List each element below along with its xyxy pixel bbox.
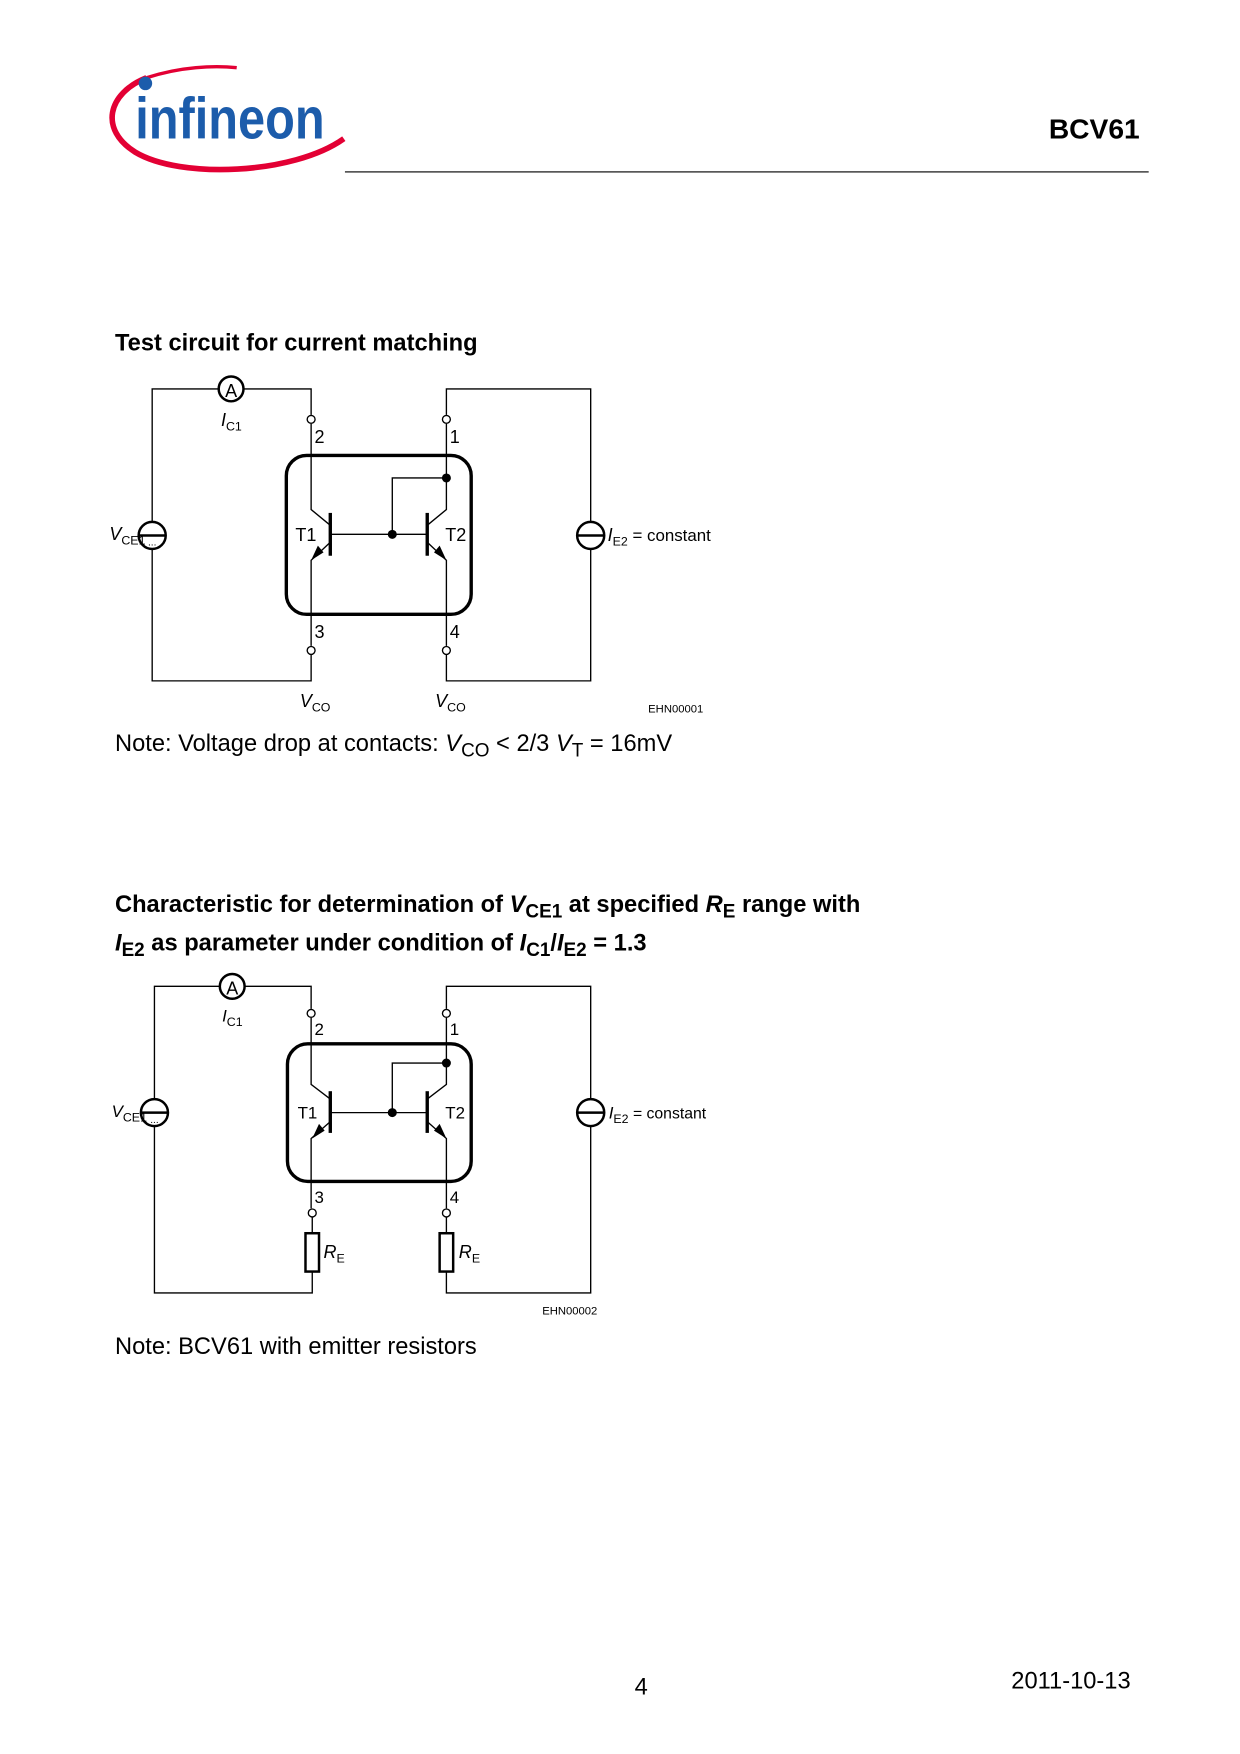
note-voltage-drop: Note: Voltage drop at contacts: VCO < 2/… xyxy=(114,730,673,761)
t2-emitter-arrow xyxy=(433,545,447,561)
ie2-label: IE2 = constant xyxy=(609,1103,707,1126)
test-circuit-diagram: A ... IC1 2 1 3 4 T1 T2 VCE1 IE2 = const… xyxy=(109,375,712,715)
ic1-label: IC1 xyxy=(222,1006,243,1029)
junction-dot xyxy=(441,473,451,483)
re-label-left: RE xyxy=(324,1242,345,1266)
header-rule xyxy=(344,171,1149,173)
figure-id: EHN00001 xyxy=(648,703,703,715)
pin-1-label: 1 xyxy=(450,1020,459,1039)
pin-4-label: 4 xyxy=(450,622,460,642)
document-date: 2011-10-13 xyxy=(1011,1668,1131,1695)
section-title-characteristic-line2: IE2 as parameter under condition of IC1/… xyxy=(114,929,647,961)
circuit-wires xyxy=(153,985,592,1294)
t2-emitter-arrow xyxy=(433,1123,447,1139)
t2-label: T2 xyxy=(445,1103,465,1122)
junction-dot xyxy=(387,529,397,539)
t1-emitter-arrow xyxy=(312,1123,325,1139)
terminals xyxy=(306,414,452,656)
svg-text:...: ... xyxy=(150,1115,158,1126)
product-name: BCV61 xyxy=(1048,113,1140,146)
re-label-right: RE xyxy=(459,1242,480,1266)
terminals xyxy=(306,1008,452,1218)
ic1-label: IC1 xyxy=(221,410,242,434)
vco-label-left: VCO xyxy=(300,691,331,715)
figure-id: EHN00002 xyxy=(542,1305,597,1317)
infineon-logo: infineon xyxy=(109,65,346,173)
section-title-characteristic-line1: Characteristic for determination of VCE1… xyxy=(114,891,861,923)
resistor-icon xyxy=(438,1231,455,1273)
t1-label: T1 xyxy=(298,1103,318,1122)
bcv61-package-outline xyxy=(285,1042,473,1184)
svg-text:A: A xyxy=(225,381,237,401)
vce1-label: VCE1 xyxy=(109,524,145,548)
page-number: 4 xyxy=(634,1673,648,1700)
logo-swoosh xyxy=(109,75,346,173)
circuit-wires xyxy=(151,388,592,682)
note-emitter-resistors: Note: BCV61 with emitter resistors xyxy=(114,1333,477,1360)
current-source-icon xyxy=(575,1097,606,1128)
pin-3-label: 3 xyxy=(315,1188,324,1207)
logo-text: infineon xyxy=(135,87,324,152)
current-source-icon xyxy=(575,520,606,551)
pin-2-label: 2 xyxy=(315,1020,324,1039)
pin-4-label: 4 xyxy=(450,1188,459,1207)
logo-dot xyxy=(138,76,153,91)
t1-emitter-arrow xyxy=(311,545,324,561)
pin-2-label: 2 xyxy=(315,427,325,447)
t1-label: T1 xyxy=(295,525,316,545)
t2-label: T2 xyxy=(445,525,466,545)
ammeter-icon: A xyxy=(217,375,245,403)
resistor-icon xyxy=(304,1231,321,1273)
svg-text:...: ... xyxy=(148,538,156,549)
voltage-source-icon: ... xyxy=(137,520,167,551)
pin-1-label: 1 xyxy=(450,427,460,447)
ammeter-icon: A xyxy=(218,972,246,1001)
bcv61-package-outline xyxy=(284,453,473,617)
vce1-label: VCE1 xyxy=(112,1102,147,1125)
ie2-label: IE2 = constant xyxy=(608,525,712,549)
emitter-resistor-circuit-diagram: A ... IC1 2 1 3 4 T1 T2 VCE1 IE2 = const… xyxy=(112,972,707,1317)
svg-text:A: A xyxy=(226,978,238,998)
pin-3-label: 3 xyxy=(315,622,325,642)
junction-dot xyxy=(441,1058,451,1068)
section-title-test-circuit: Test circuit for current matching xyxy=(114,330,478,357)
junction-dot xyxy=(387,1108,397,1118)
vco-label-right: VCO xyxy=(435,691,466,715)
voltage-source-icon: ... xyxy=(139,1097,170,1128)
